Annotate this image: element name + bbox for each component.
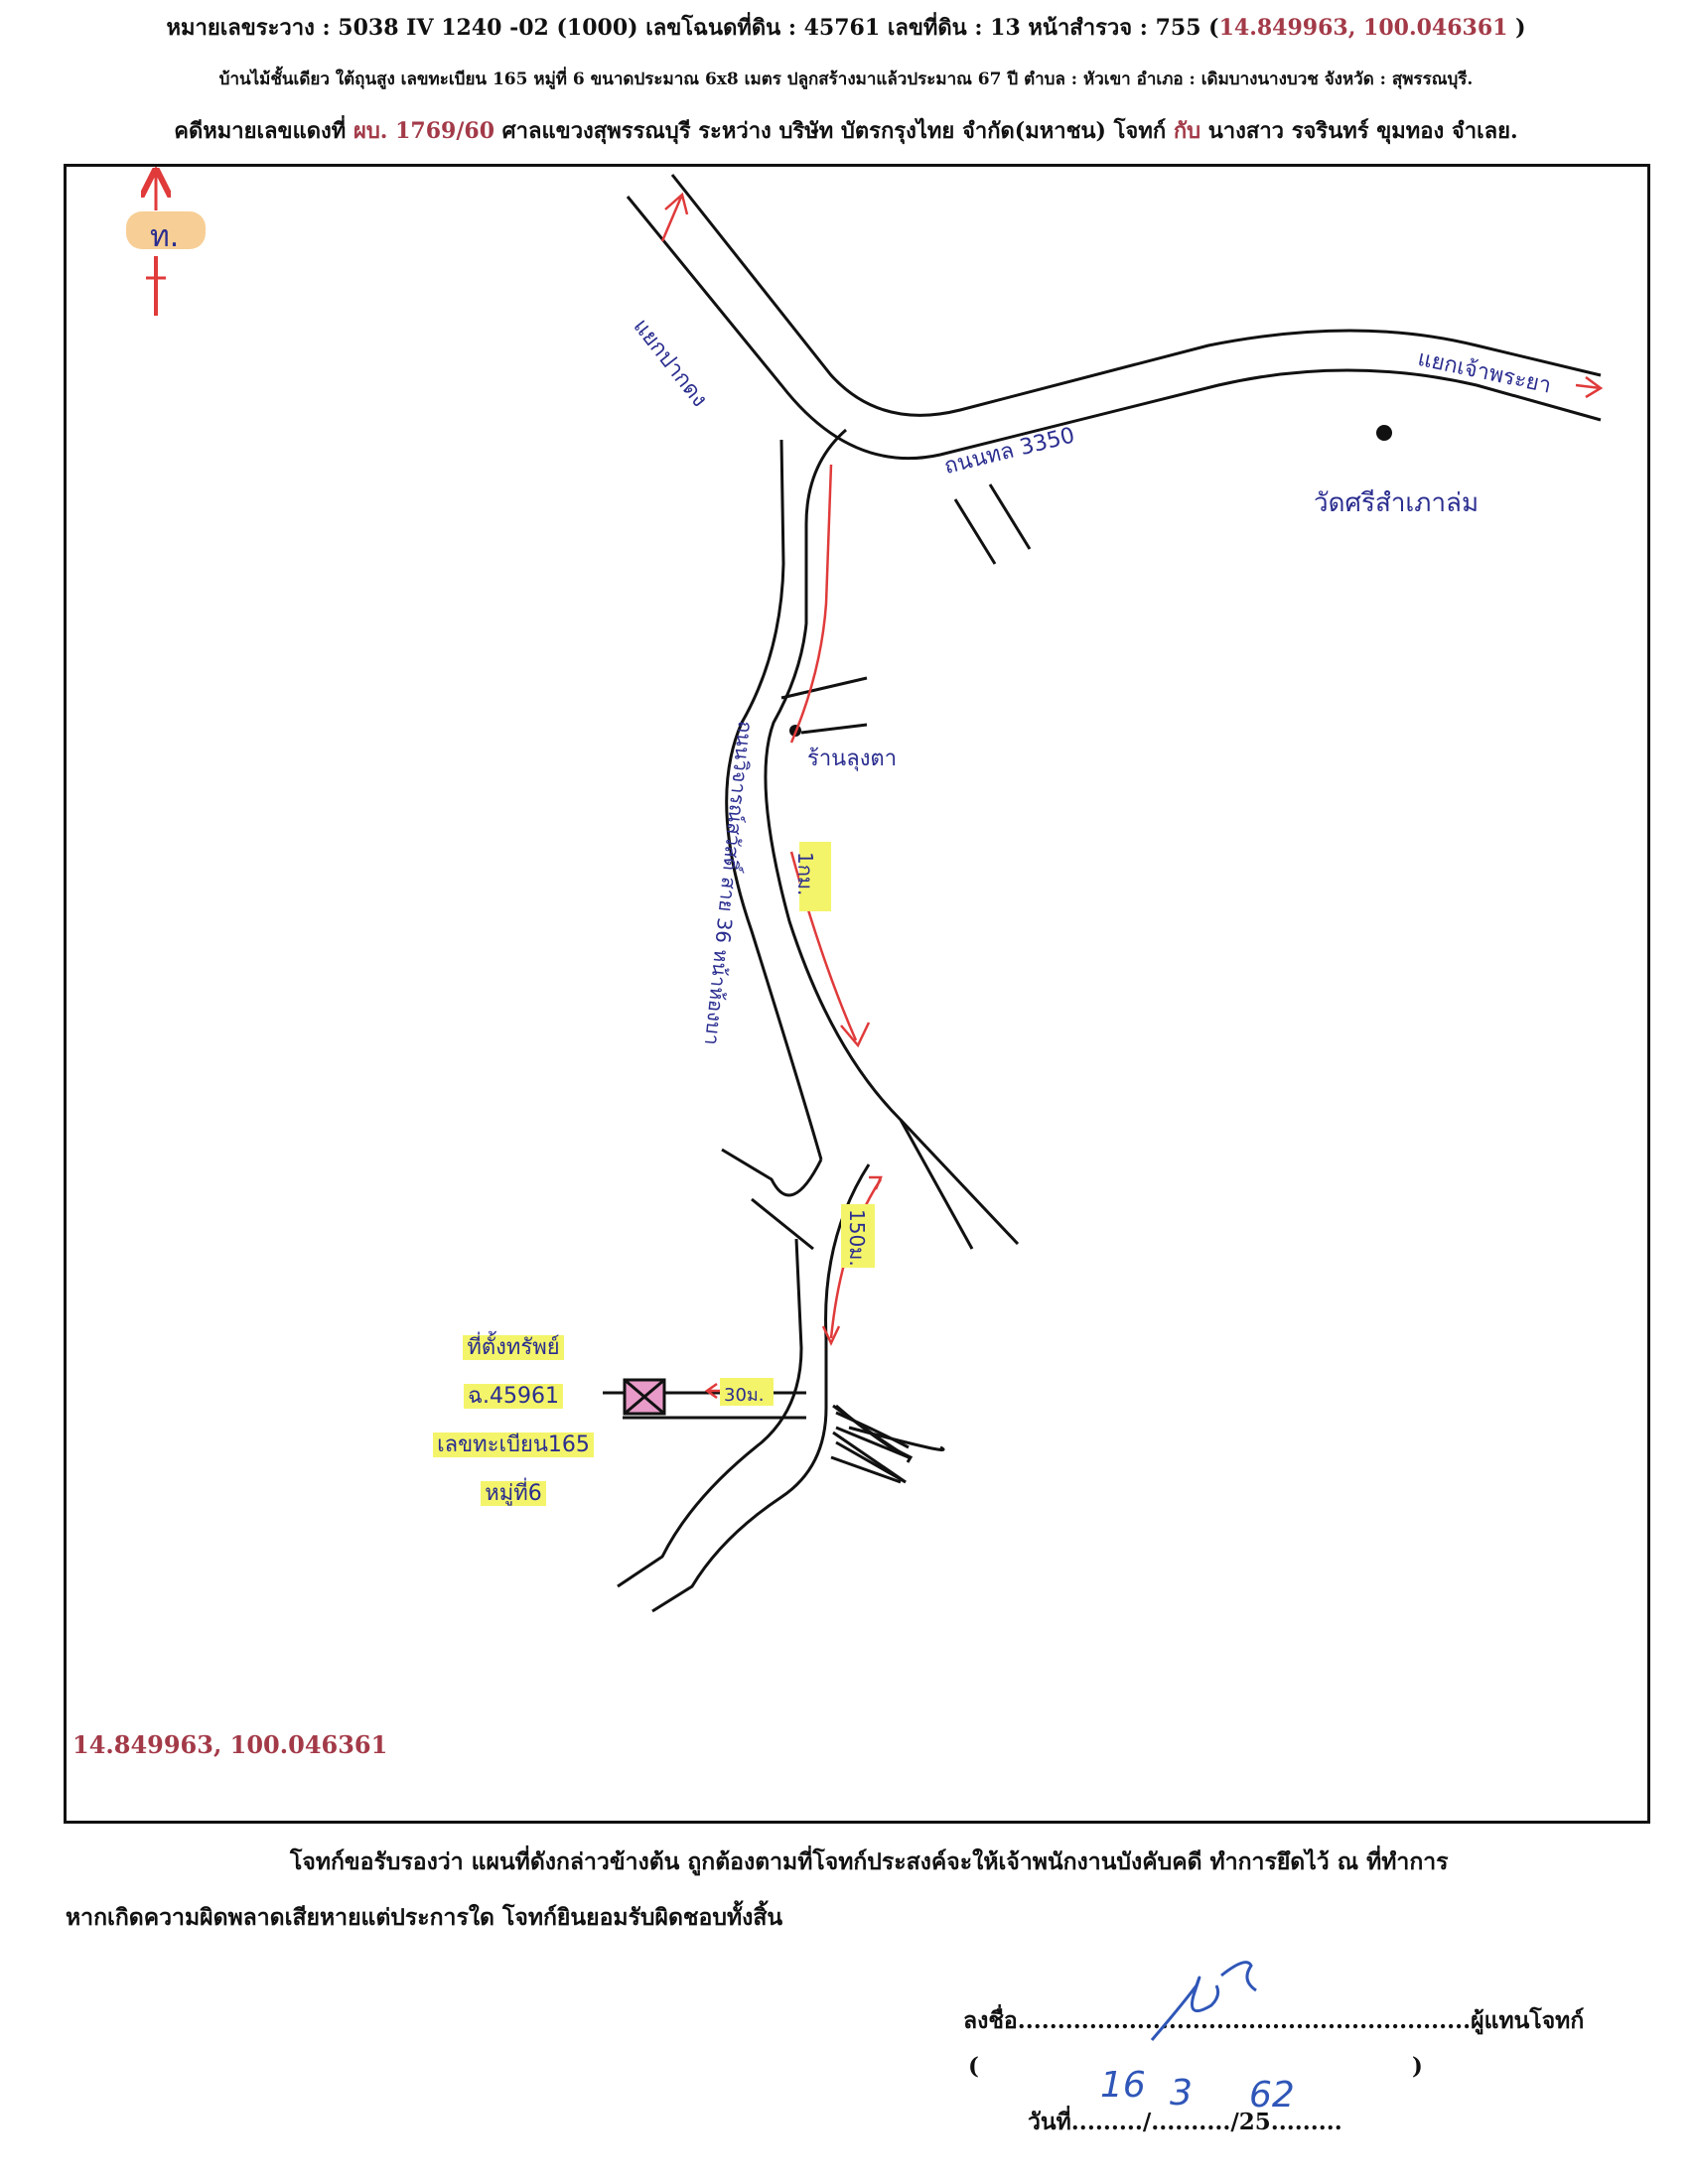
- header-line-3: คดีหมายเลขแดงที่ ผบ. 1769/60 ศาลแขวงสุพร…: [0, 113, 1692, 148]
- case-with: กับ: [1173, 118, 1201, 144]
- temple-marker: [1376, 425, 1392, 441]
- date-year: 62: [1249, 2075, 1295, 2116]
- target-line-3: เลขทะเบียน165: [433, 1433, 594, 1457]
- case-parties: ศาลแขวงสุพรรณบุรี ระหว่าง บริษัท บัตรกรุ…: [494, 118, 1174, 144]
- signature-line: ลงชื่อ..................................…: [963, 2007, 1585, 2034]
- distance-1-label: 1กม.: [793, 852, 817, 896]
- property-description: บ้านไม้ชั้นเดียว ใต้ถุนสูง เลขทะเบียน 16…: [218, 69, 1474, 89]
- distance-2-label: 150ม.: [845, 1209, 869, 1267]
- road-map: [126, 167, 1604, 1613]
- secondary-road: [725, 428, 1020, 1250]
- map-sheet-info: หมายเลขระวาง : 5038 IV 1240 -02 (1000) เ…: [166, 15, 1219, 41]
- distance-2-highlight: [841, 1204, 875, 1268]
- date-day: 16: [1100, 2065, 1146, 2106]
- handwritten-signature: [1150, 1961, 1257, 2041]
- shop-label: ร้านลุงตา: [807, 747, 898, 771]
- north-label: ท.: [150, 219, 180, 254]
- highway-3350: [626, 174, 1602, 461]
- certification-line-1: โจทก์ขอรับรองว่า แผนที่ดังกล่าวข้างต้น ถ…: [290, 1848, 1449, 1875]
- north-arrow: [126, 167, 206, 316]
- map-frame: ท. แยกปากดง แยกเจ้าพระยา ถนนทล 3350 วัดศ…: [64, 164, 1650, 1824]
- paren-open: (: [968, 2053, 979, 2080]
- header-line-1: หมายเลขระวาง : 5038 IV 1240 -02 (1000) เ…: [0, 10, 1692, 45]
- certification-line-2: หากเกิดความผิดพลาดเสียหายแต่ประการใด โจท…: [66, 1904, 783, 1931]
- header-close-paren: ): [1507, 15, 1526, 41]
- date-month: 3: [1170, 2073, 1193, 2114]
- temple-label: วัดศรีสำเภาล่ม: [1314, 488, 1480, 518]
- distance-3-label: 30ม.: [724, 1385, 765, 1406]
- paren-close: ): [1412, 2053, 1423, 2080]
- case-defendant: นางสาว รจรินทร์ ขุมทอง จำเลย.: [1200, 118, 1518, 144]
- target-property-label: ที่ตั้งทรัพย์ ฉ.45961 เลขทะเบียน165 หมู่…: [394, 1323, 633, 1524]
- case-prefix: คดีหมายเลขแดงที่: [174, 118, 353, 144]
- header-line-2: บ้านไม้ชั้นเดียว ใต้ถุนสูง เลขทะเบียน 16…: [0, 66, 1692, 92]
- target-line-1: ที่ตั้งทรัพย์: [463, 1335, 564, 1360]
- target-property-marker: [623, 1378, 666, 1416]
- target-line-2: ฉ.45961: [464, 1384, 563, 1409]
- case-number: ผบ. 1769/60: [352, 118, 495, 144]
- distance-3-highlight: [720, 1378, 774, 1406]
- road-branch-3350: [953, 483, 1032, 565]
- date-line: วันที่........./........../25.........: [1028, 2109, 1342, 2135]
- distance-1-highlight: [799, 842, 831, 911]
- map-coordinates: 14.849963, 100.046361: [72, 1730, 388, 1759]
- lower-right-road: [832, 1404, 911, 1484]
- header-coordinates: 14.849963, 100.046361: [1218, 15, 1508, 41]
- target-line-4: หมู่ที่6: [481, 1481, 546, 1506]
